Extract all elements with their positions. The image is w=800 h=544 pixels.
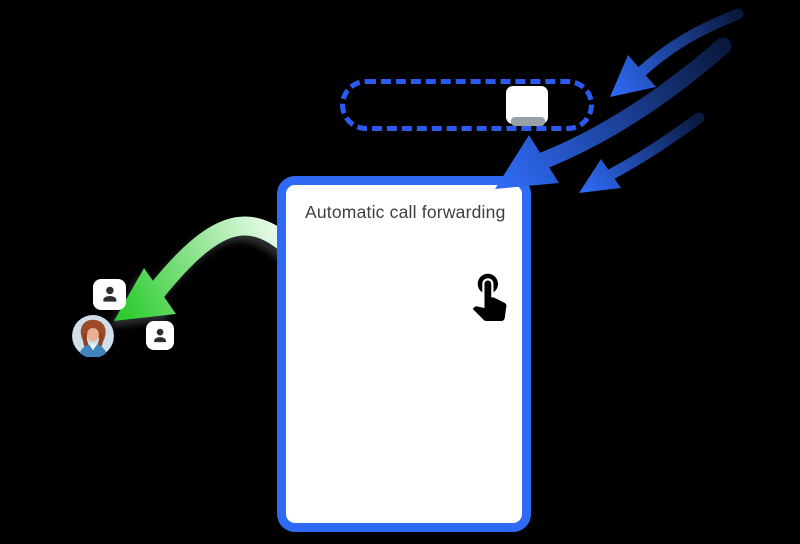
blue-arrow-top xyxy=(610,8,744,97)
blue-arrow-bottom xyxy=(579,112,705,193)
card-title: Automatic call forwarding xyxy=(305,202,506,222)
woman-avatar-illustration xyxy=(72,315,114,357)
user-icon-tile xyxy=(146,321,174,350)
dashed-call-pill xyxy=(340,79,594,131)
green-arrow xyxy=(114,216,300,321)
woman-avatar xyxy=(72,314,114,358)
touch-tap-icon xyxy=(472,273,507,321)
call-forwarding-card: Automatic call forwarding xyxy=(277,176,531,532)
green-arrow-shadow xyxy=(109,222,295,327)
person-icon xyxy=(154,328,166,343)
phone-icon-base xyxy=(511,117,545,126)
person-icon xyxy=(102,287,117,302)
user-icon-tile xyxy=(93,279,126,310)
